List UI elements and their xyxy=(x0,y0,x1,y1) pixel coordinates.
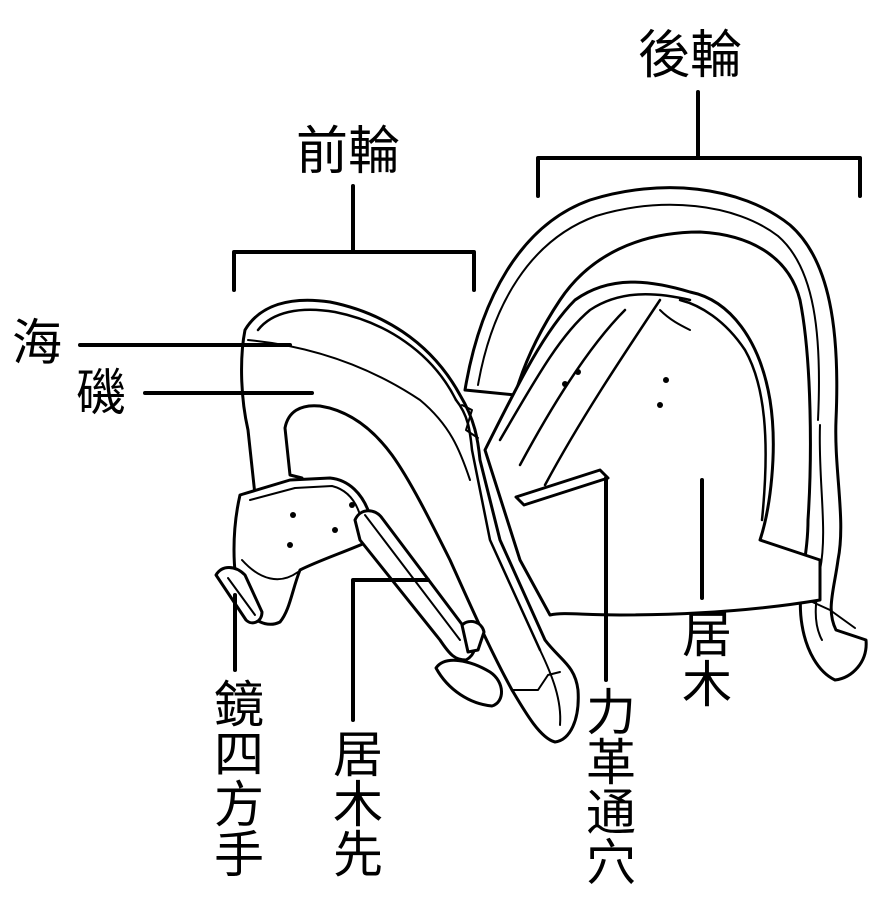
front-arch-bracket xyxy=(234,252,474,290)
pommel-block xyxy=(216,478,372,624)
chikarakawa-toshi-ana-label: 力革通穴 xyxy=(580,686,634,886)
igi-label: 居木 xyxy=(676,608,730,708)
front-arch-label: 前輪 xyxy=(296,126,400,178)
igi-saki-label: 居木先 xyxy=(327,728,381,878)
umi-label: 海 xyxy=(12,318,62,368)
rear-arch-label: 後輪 xyxy=(638,30,742,82)
kyo-shiho-te-label: 鏡四方手 xyxy=(208,678,262,878)
iso-label: 磯 xyxy=(76,368,126,418)
